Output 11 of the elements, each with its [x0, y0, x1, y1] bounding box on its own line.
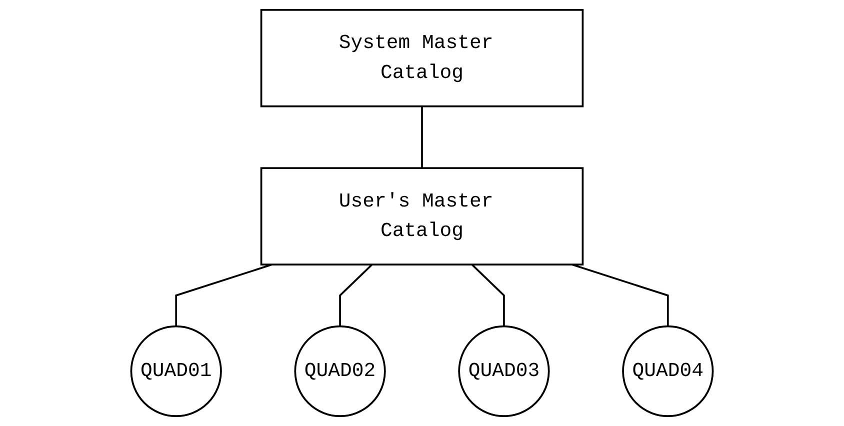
- node-circle: QUAD03: [458, 325, 550, 418]
- connector: [175, 264, 272, 326]
- connector: [339, 264, 373, 326]
- node-circle: QUAD01: [130, 325, 222, 418]
- connector: [421, 106, 423, 168]
- node-circle: QUAD04: [622, 325, 714, 418]
- connector: [572, 264, 669, 326]
- connector: [471, 264, 505, 326]
- node-box: User's Master Catalog: [260, 167, 584, 266]
- node-circle: QUAD02: [294, 325, 386, 418]
- node-box: System Master Catalog: [260, 8, 584, 108]
